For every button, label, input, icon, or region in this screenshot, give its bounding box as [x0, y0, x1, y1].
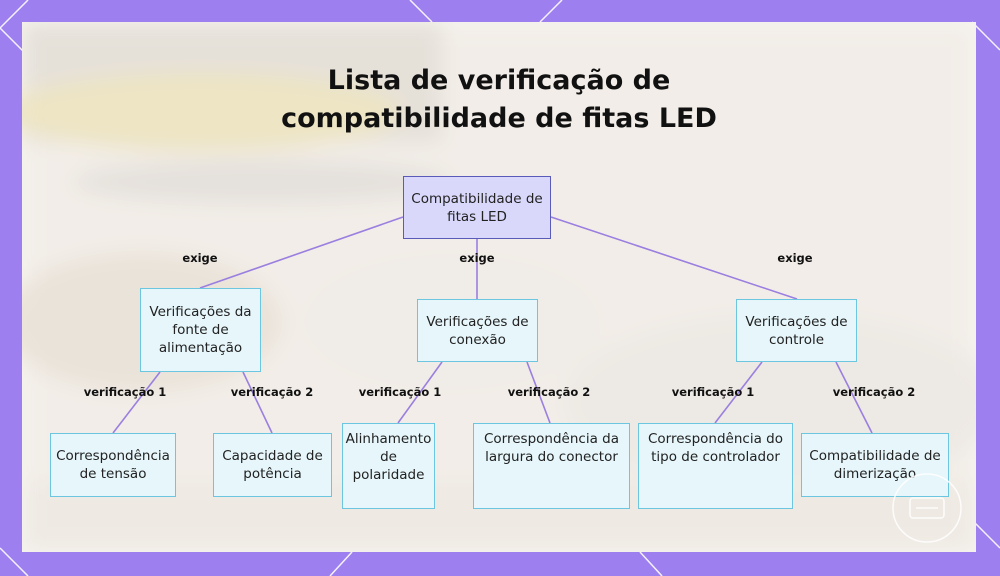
node-connection-label: Verificações de conexão — [426, 313, 529, 348]
connector-lines — [112, 216, 873, 434]
edge-label-check2-power: verificação 2 — [230, 385, 314, 399]
edge-root-control — [550, 216, 798, 300]
node-controller-label: Correspondência do tipo de controlador — [648, 431, 783, 465]
edge-label-requires-connection: exige — [459, 251, 495, 265]
edge-label-check1-power: verificação 1 — [83, 385, 167, 399]
edge-label-requires-power: exige — [182, 251, 218, 265]
edge-connection-width — [526, 361, 551, 424]
edge-connection-polarity — [397, 361, 443, 424]
edge-control-controller — [714, 361, 763, 424]
node-root-label: Compatibilidade de fitas LED — [411, 190, 543, 225]
node-root[interactable]: Compatibilidade de fitas LED — [403, 176, 551, 239]
node-voltage-match[interactable]: Correspondência de tensão — [50, 433, 176, 497]
title-line-1: Lista de verificação de — [327, 65, 671, 96]
node-dimming-compat[interactable]: Compatibilidade de dimerização — [801, 433, 949, 497]
edge-root-power — [199, 216, 404, 289]
edge-control-dimming — [835, 361, 873, 434]
node-connector-width[interactable]: Correspondência da largura do conector — [473, 423, 630, 509]
diagram-title: Lista de verificação de compatibilidade … — [22, 62, 976, 138]
node-capacity-label: Capacidade de potência — [222, 448, 323, 482]
edge-label-check2-control: verificação 2 — [832, 385, 916, 399]
node-connection-checks[interactable]: Verificações de conexão — [417, 299, 538, 362]
node-power-checks[interactable]: Verificações da fonte de alimentação — [140, 288, 261, 372]
node-control-label: Verificações de controle — [745, 313, 848, 348]
node-control-checks[interactable]: Verificações de controle — [736, 299, 857, 362]
node-power-label: Verificações da fonte de alimentação — [149, 304, 252, 356]
edge-label-check1-control: verificação 1 — [671, 385, 755, 399]
node-controller-type[interactable]: Correspondência do tipo de controlador — [638, 423, 793, 509]
node-polarity-alignment[interactable]: Alinhamento de polaridade — [342, 423, 435, 509]
node-dimming-label: Compatibilidade de dimerização — [809, 448, 941, 482]
title-line-2: compatibilidade de fitas LED — [281, 103, 717, 134]
node-power-capacity[interactable]: Capacidade de potência — [213, 433, 332, 497]
edge-label-check2-connection: verificação 2 — [507, 385, 591, 399]
diagram-panel: Lista de verificação de compatibilidade … — [22, 22, 976, 552]
node-voltage-label: Correspondência de tensão — [56, 448, 170, 482]
node-width-label: Correspondência da largura do conector — [484, 431, 619, 465]
edge-power-capacity — [242, 371, 273, 434]
edge-power-voltage — [112, 371, 161, 434]
edge-label-requires-control: exige — [777, 251, 813, 265]
edge-label-check1-connection: verificação 1 — [358, 385, 442, 399]
node-polarity-label: Alinhamento de polaridade — [345, 431, 432, 483]
watermark-logo — [892, 473, 962, 543]
